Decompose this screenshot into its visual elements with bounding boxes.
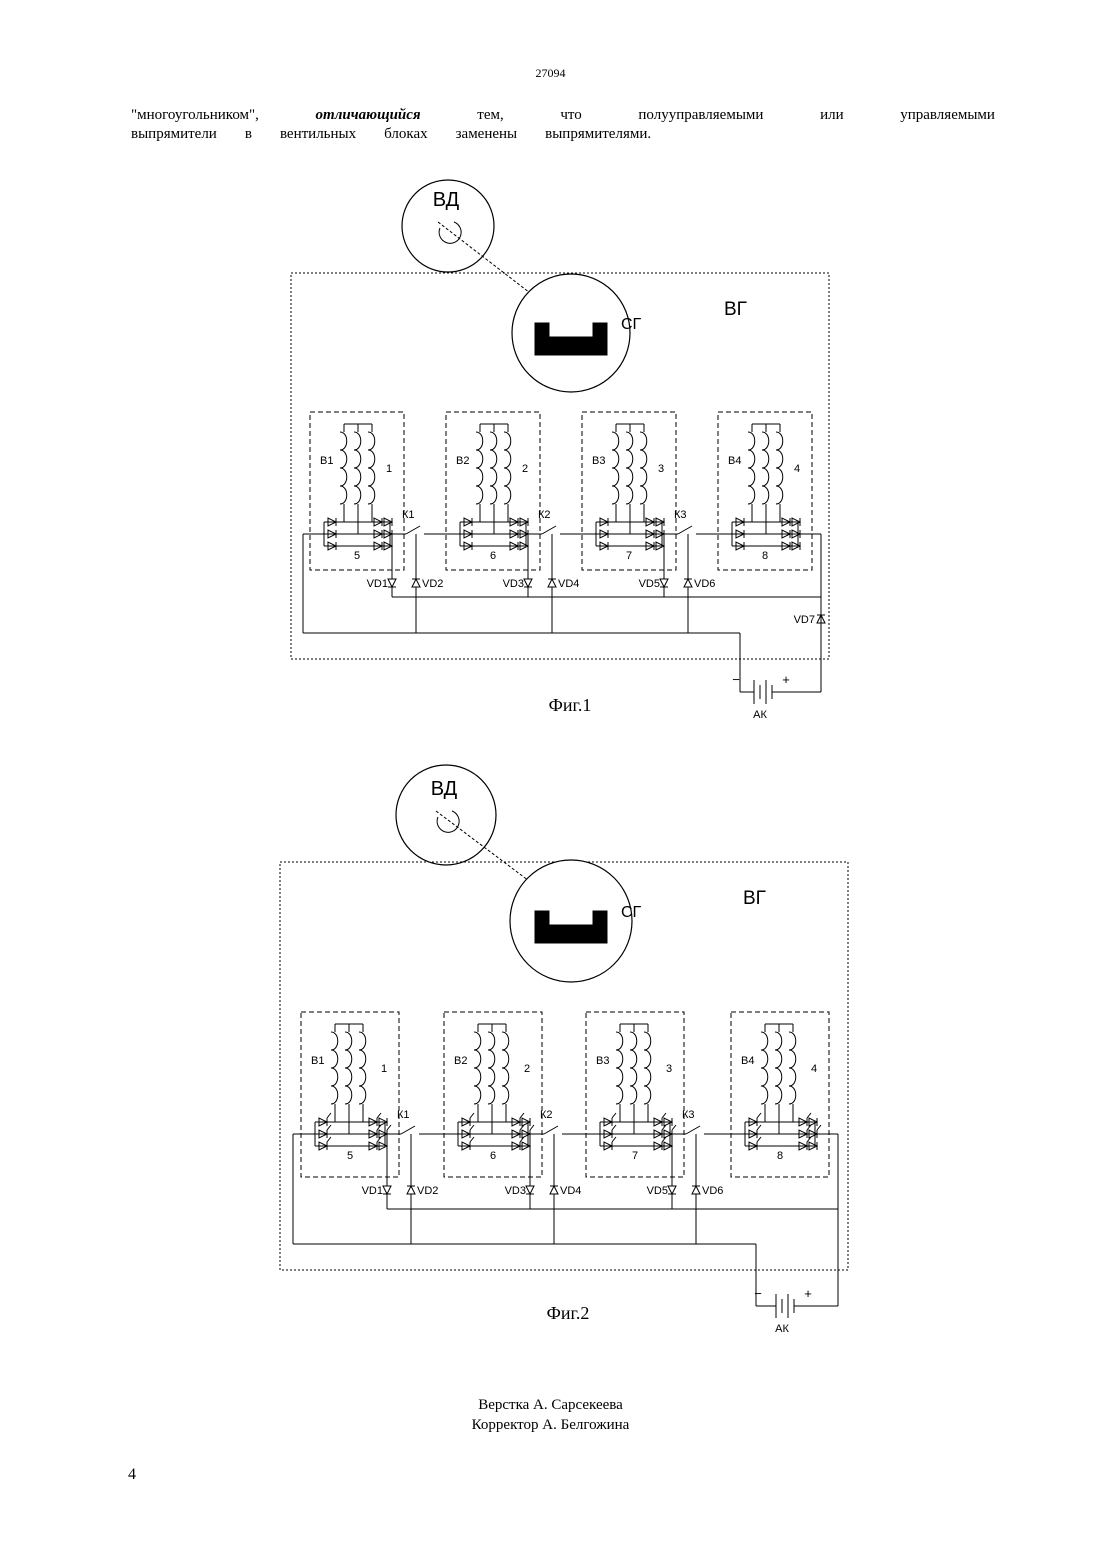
- winding-coil: [488, 1032, 495, 1104]
- gate-lead: [377, 1113, 381, 1118]
- block-number: 6: [490, 1150, 496, 1162]
- gate-lead: [520, 1113, 524, 1118]
- block-number: 8: [777, 1150, 783, 1162]
- switch-blade: [686, 1126, 700, 1134]
- diode-label: VD5: [647, 1185, 668, 1197]
- bypass-diode: [550, 1186, 558, 1194]
- winding-coil: [644, 1032, 651, 1104]
- winding-coil: [331, 1032, 338, 1104]
- winding-number: 2: [524, 1063, 530, 1075]
- figure-2-schematic: Фиг.2 ВД ВГ СГ В1 1 5 В2 2 6 В3 3 7 В4 4 8 К1VD1 VD2 К2VD…: [0, 0, 1101, 1340]
- gate-lead: [757, 1113, 761, 1118]
- winding-label: В3: [596, 1055, 609, 1067]
- page-number: 4: [128, 1466, 136, 1484]
- drive-label: ВД: [431, 778, 458, 800]
- diode-label: VD2: [417, 1185, 438, 1197]
- switch-label: К3: [682, 1109, 695, 1121]
- bypass-diode: [407, 1186, 415, 1194]
- gate-lead: [612, 1137, 616, 1142]
- gate-lead: [757, 1125, 761, 1130]
- proofreader-credit: Корректор А. Белгожина: [0, 1415, 1101, 1435]
- winding-coil: [345, 1032, 352, 1104]
- diode-label: VD3: [505, 1185, 526, 1197]
- winding-coil: [502, 1032, 509, 1104]
- bypass-diode: [526, 1186, 534, 1194]
- switch-label: К2: [540, 1109, 553, 1121]
- gate-lead: [470, 1125, 474, 1130]
- block-number: 5: [347, 1150, 353, 1162]
- gate-lead: [817, 1125, 821, 1130]
- switch-blade: [401, 1126, 415, 1134]
- winding-number: 4: [811, 1063, 817, 1075]
- bypass-diode: [668, 1186, 676, 1194]
- winding-number: 1: [381, 1063, 387, 1075]
- diode-label: VD4: [560, 1185, 581, 1197]
- gate-lead: [470, 1113, 474, 1118]
- figure-2-caption: Фиг.2: [547, 1303, 590, 1323]
- gate-lead: [662, 1113, 666, 1118]
- gate-lead: [327, 1113, 331, 1118]
- gate-lead: [757, 1137, 761, 1142]
- winding-coil: [775, 1032, 782, 1104]
- winding-number: 3: [666, 1063, 672, 1075]
- gate-lead: [807, 1113, 811, 1118]
- gate-lead: [672, 1125, 676, 1130]
- gate-lead: [612, 1125, 616, 1130]
- winding-label: В1: [311, 1055, 324, 1067]
- diode-label: VD6: [702, 1185, 723, 1197]
- gate-lead: [470, 1137, 474, 1142]
- winding-label: В2: [454, 1055, 467, 1067]
- sync-generator-label: СГ: [621, 904, 642, 921]
- bypass-diode: [692, 1186, 700, 1194]
- valve-generator-label: ВГ: [743, 888, 766, 909]
- diode-label: VD1: [362, 1185, 383, 1197]
- credits: Верстка А. Сарсекеева Корректор А. Белго…: [0, 1395, 1101, 1435]
- battery-minus: −: [754, 1286, 762, 1301]
- switch-label: К1: [397, 1109, 410, 1121]
- layout-credit: Верстка А. Сарсекеева: [0, 1395, 1101, 1415]
- gate-lead: [327, 1125, 331, 1130]
- winding-coil: [630, 1032, 637, 1104]
- block-number: 7: [632, 1150, 638, 1162]
- battery-label: АК: [775, 1323, 789, 1335]
- winding-coil: [761, 1032, 768, 1104]
- winding-coil: [789, 1032, 796, 1104]
- winding-coil: [616, 1032, 623, 1104]
- gate-lead: [387, 1125, 391, 1130]
- switch-blade: [544, 1126, 558, 1134]
- bypass-diode: [383, 1186, 391, 1194]
- battery-plus: +: [804, 1286, 812, 1301]
- winding-coil: [359, 1032, 366, 1104]
- sync-generator-circle: [510, 860, 632, 982]
- winding-label: В4: [741, 1055, 754, 1067]
- gate-lead: [530, 1125, 534, 1130]
- winding-coil: [474, 1032, 481, 1104]
- gate-lead: [612, 1113, 616, 1118]
- gate-lead: [327, 1137, 331, 1142]
